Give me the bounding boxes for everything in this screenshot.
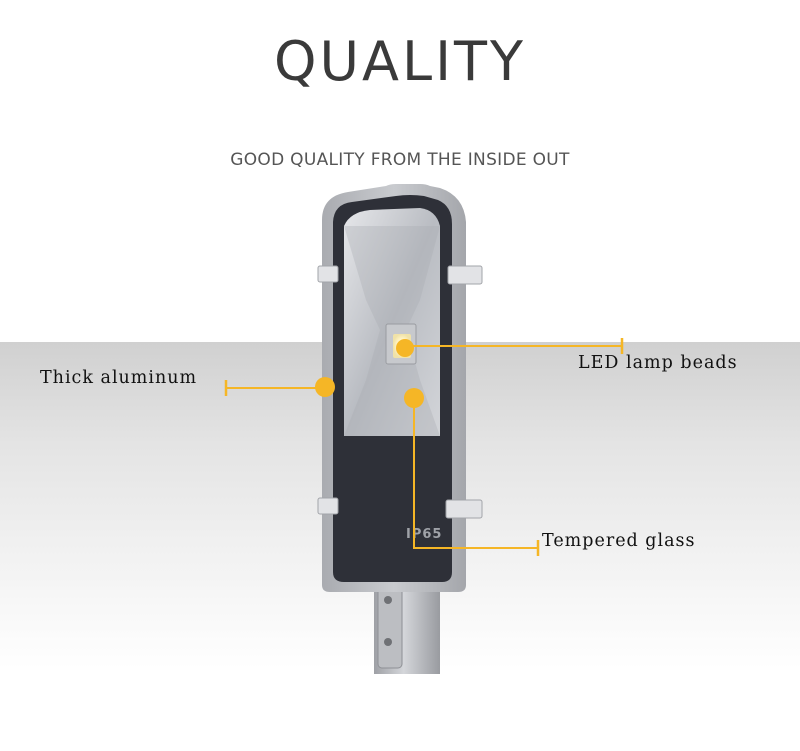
housing-clip bbox=[317, 497, 339, 515]
page-subtitle: GOOD QUALITY FROM THE INSIDE OUT bbox=[230, 150, 570, 170]
housing-clip bbox=[447, 265, 483, 285]
ip-rating-text: IP65 bbox=[406, 527, 442, 542]
callout-label-tempered-glass: Tempered glass bbox=[542, 531, 696, 551]
housing-clip bbox=[445, 499, 483, 519]
callout-dot-led bbox=[396, 339, 414, 357]
callout-line-glass bbox=[413, 398, 538, 549]
callout-dot-glass bbox=[404, 388, 424, 408]
reflector bbox=[344, 208, 440, 436]
pole-screw bbox=[384, 638, 392, 646]
callout-label-thick-aluminum: Thick aluminum bbox=[40, 368, 198, 388]
pole-screw bbox=[384, 596, 392, 604]
callout-dot-aluminum bbox=[315, 377, 335, 397]
callout-label-led-lamp-beads: LED lamp beads bbox=[578, 353, 738, 373]
page-title: QUALITY bbox=[274, 30, 526, 93]
housing-clip bbox=[317, 265, 339, 283]
